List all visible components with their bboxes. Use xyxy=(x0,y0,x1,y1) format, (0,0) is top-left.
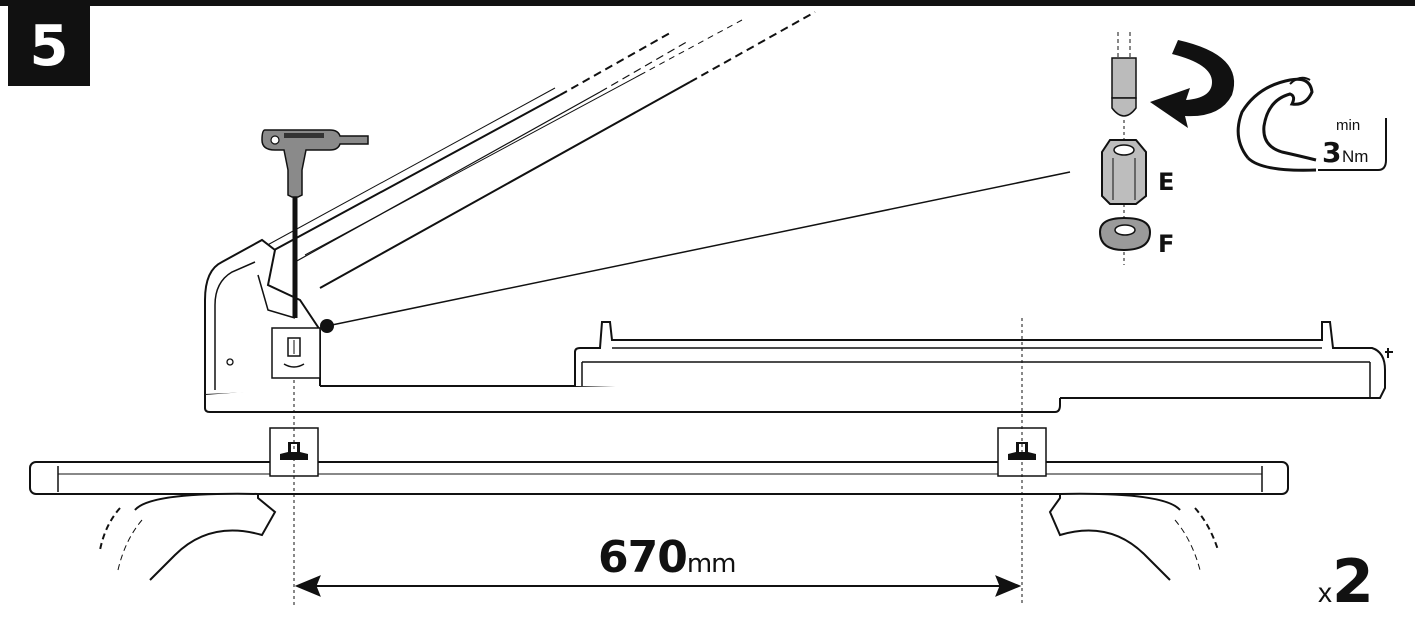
torque-bracket xyxy=(1318,118,1387,171)
carrier-body xyxy=(204,321,1393,413)
washer-icon xyxy=(1098,216,1152,252)
bolt-access-window xyxy=(271,327,321,379)
flexed-arm-icon xyxy=(1236,76,1317,172)
roof-bar xyxy=(29,461,1289,495)
roof-bar-foot-left xyxy=(99,492,277,581)
quantity-label: x2 xyxy=(1318,547,1374,617)
top-rule xyxy=(0,0,1415,6)
step-number: 5 xyxy=(30,14,69,79)
roof-bar-foot-right xyxy=(1048,492,1219,581)
dimension-value: 670mm xyxy=(598,532,736,583)
quantity-value: 2 xyxy=(1332,547,1374,617)
torque-value: 3 xyxy=(1322,136,1341,169)
hex-nut-icon xyxy=(1101,139,1147,205)
fork-arm xyxy=(261,11,816,289)
torque-min-label: min xyxy=(1336,117,1360,134)
step-badge: 5 xyxy=(8,6,90,86)
dimension-unit: mm xyxy=(687,549,736,579)
nut-label: E xyxy=(1158,168,1174,196)
hex-key-icon xyxy=(261,129,369,318)
fastener-detail xyxy=(1098,32,1152,265)
rotate-arrow-icon xyxy=(1150,40,1235,128)
torque-unit: Nm xyxy=(1342,147,1368,166)
washer-label: F xyxy=(1158,230,1174,258)
quantity-prefix: x xyxy=(1318,577,1332,608)
detail-leader xyxy=(320,171,1071,333)
dimension-lines xyxy=(293,318,1023,605)
